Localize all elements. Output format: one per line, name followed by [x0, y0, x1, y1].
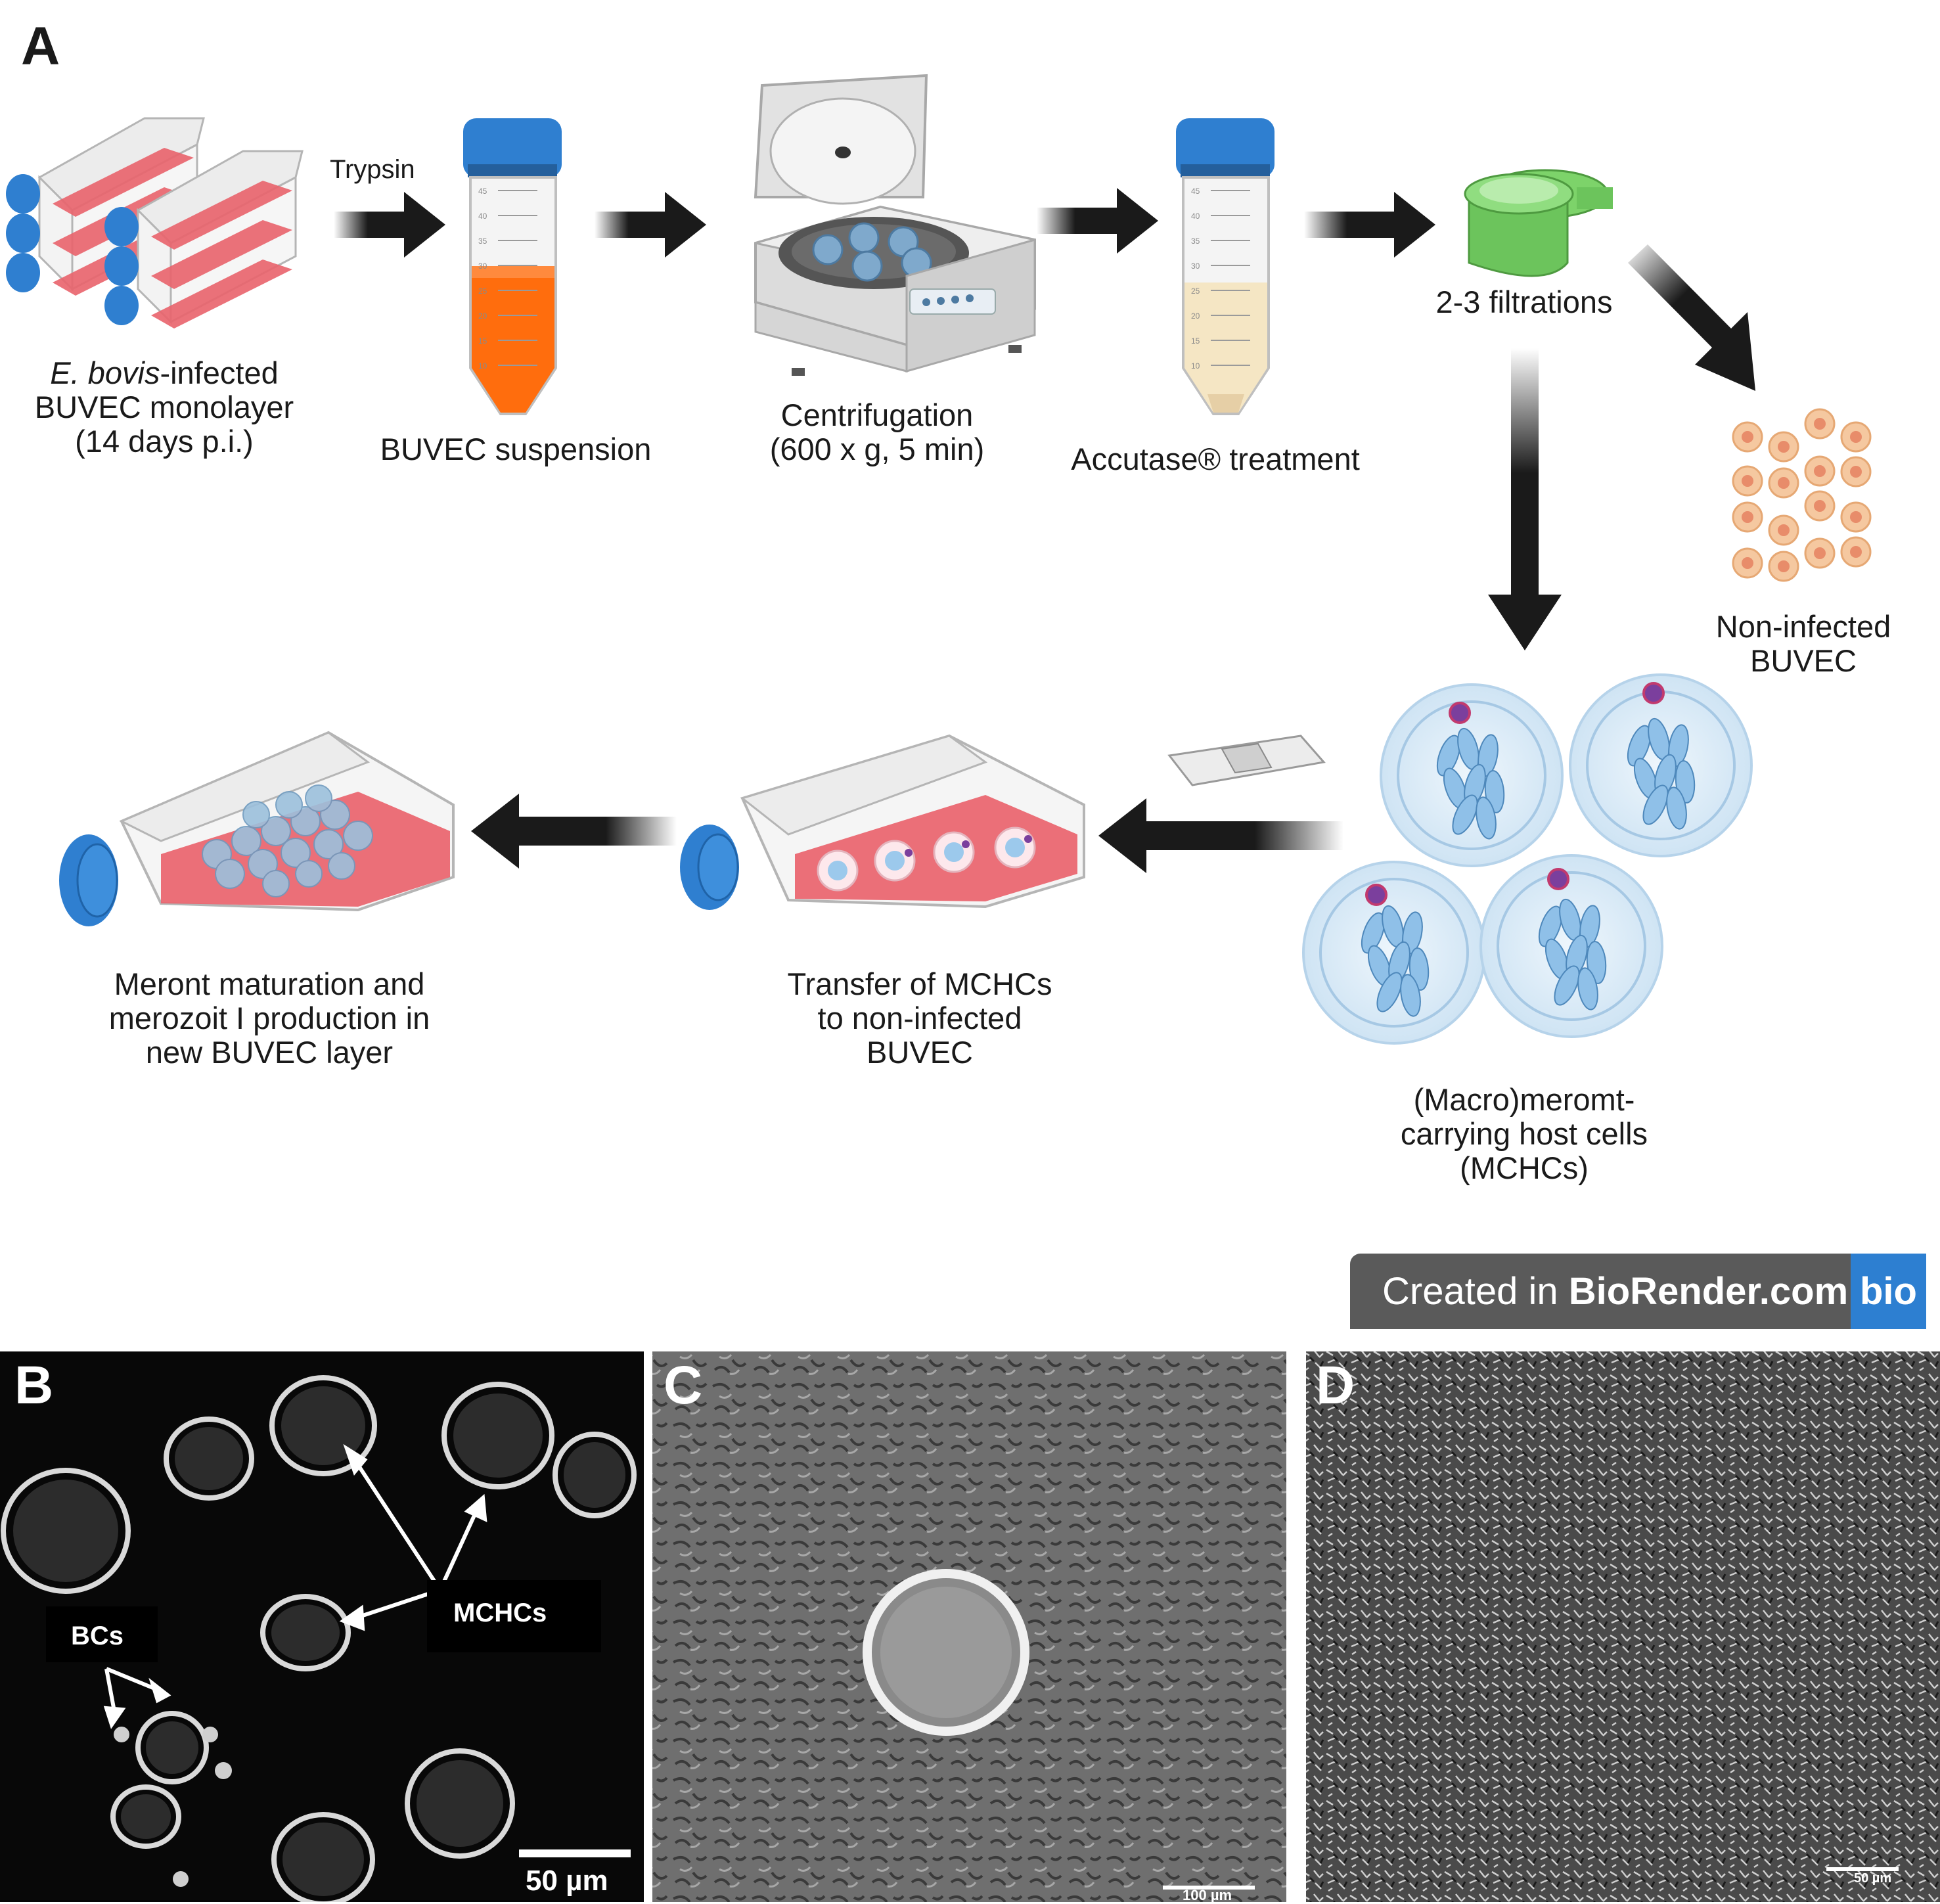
panel-label-b: B	[14, 1355, 54, 1415]
non-infected-cells	[1732, 408, 1872, 582]
meront-label: Meront maturation and merozoit I product…	[108, 966, 430, 1070]
centrifugation-label: Centrifugation (600 x g, 5 min)	[769, 397, 985, 466]
centrifuge	[754, 74, 1036, 376]
accutase-label: Accutase® treatment	[1071, 442, 1360, 476]
arrow-right-3	[1037, 188, 1158, 254]
mchc-annotation-box	[427, 1580, 601, 1652]
arrow-down	[1488, 348, 1562, 650]
tube-scale-label: 10	[1191, 361, 1200, 371]
tube-scale-label: 25	[1191, 286, 1200, 296]
tube-scale-label: 15	[478, 336, 487, 346]
infected-flask-stack	[6, 117, 304, 329]
tube-scale-label: 10	[478, 361, 487, 371]
arrow-left-1	[1098, 798, 1343, 873]
scale-c: 100 µm	[1183, 1887, 1232, 1903]
arrow-right-1	[334, 192, 445, 258]
scale-d: 50 µm	[1854, 1871, 1892, 1886]
tube-scale-label: 35	[1191, 237, 1200, 246]
mchc-cells	[1302, 673, 1753, 1045]
tube-scale-label: 45	[1191, 187, 1200, 196]
mchc-label: (Macro)meromt- carrying host cells (MCHC…	[1400, 1082, 1648, 1185]
tube-scale-label: 30	[478, 261, 487, 271]
tube-scale-label: 40	[478, 212, 487, 221]
filtration-label: 2-3 filtrations	[1435, 284, 1613, 319]
arrow-diagonal	[1628, 244, 1755, 391]
arrow-right-4	[1304, 192, 1435, 258]
tube-scale-label: 20	[478, 311, 487, 321]
panel-label-d: D	[1316, 1355, 1355, 1415]
micrograph-c	[652, 1351, 1286, 1902]
tube-scale-label: 35	[478, 237, 487, 246]
tube-scale-label: 20	[1191, 311, 1200, 321]
bc-annotation-box	[46, 1606, 158, 1662]
tube-scale-label: 30	[1191, 261, 1200, 271]
arrow-right-2	[595, 192, 706, 258]
arrow-left-2	[471, 794, 677, 869]
tube-scale-label: 15	[1191, 336, 1200, 346]
panel-label-a: A	[21, 16, 60, 76]
falcon-tube-suspension	[463, 118, 562, 415]
meront-flask	[59, 731, 455, 926]
biorender-logo: bio	[1851, 1254, 1926, 1329]
suspension-label: BUVEC suspension	[380, 432, 652, 466]
tube-scale-label: 45	[478, 187, 487, 196]
transfer-label: Transfer of MCHCs to non-infected BUVEC	[787, 966, 1052, 1070]
mchc-annotation: MCHCs	[453, 1598, 547, 1627]
non-infected-label: Non-infected BUVEC	[1715, 609, 1891, 678]
biorender-watermark	[1350, 1254, 1926, 1329]
tube-scale-label: 25	[478, 286, 487, 296]
scale-b: 50 µm	[526, 1865, 608, 1897]
trypsin-label: Trypsin	[330, 155, 415, 184]
micrograph-d	[1306, 1351, 1940, 1902]
cell-strainer-filter	[1464, 169, 1613, 277]
watermark-text: Created in BioRender.com	[1382, 1270, 1849, 1313]
tube-scale-label: 40	[1191, 212, 1200, 221]
flasks-label: E. bovis-infected BUVEC monolayer (14 da…	[34, 355, 294, 459]
microscope-slide	[1167, 735, 1326, 786]
panel-label-c: C	[664, 1355, 703, 1415]
bc-annotation: BCs	[71, 1621, 124, 1650]
transfer-flask	[680, 734, 1085, 910]
